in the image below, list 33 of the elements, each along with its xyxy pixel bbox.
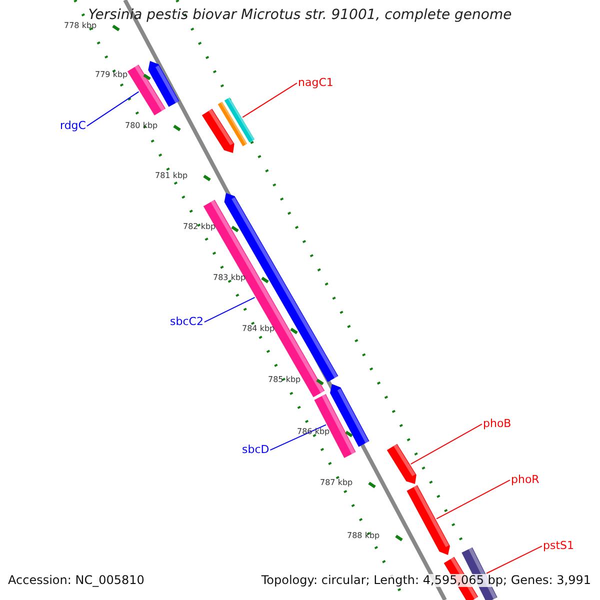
gene-label: phoB (483, 418, 512, 430)
scale-label: 783 kbp (213, 274, 246, 283)
scale-label: 786 kbp (297, 428, 330, 437)
title: Yersinia pestis biovar Microtus str. 91001, complete genome (88, 8, 513, 23)
gene-label: sbcC2 (170, 316, 204, 328)
leader-line (486, 546, 542, 574)
scale-label: 780 kbp (125, 122, 158, 131)
gene-label: pstS1 (543, 540, 574, 552)
gene-bar (330, 384, 370, 447)
leader-line (204, 296, 256, 323)
gene-bar (406, 484, 450, 555)
gene-label: rdgC (60, 120, 86, 132)
scale-label: 778 kbp (64, 22, 97, 31)
gene-label: nagC1 (298, 77, 334, 90)
caption-text: Topology: circular; Length: 4,595,065 bp; Genes: 3,991 (261, 574, 591, 588)
gene-label: phoR (511, 474, 540, 486)
scale-label: 787 kbp (320, 479, 353, 488)
scale-label: 782 kbp (183, 223, 216, 232)
leader-line (86, 91, 140, 127)
leader-line (270, 424, 326, 451)
scale-label: 779 kbp (95, 71, 128, 80)
gene-bar (148, 61, 180, 107)
scale-label: 788 kbp (347, 532, 380, 541)
gene-bar (224, 97, 255, 143)
leader-line (242, 82, 298, 118)
gene-label: sbcD (242, 444, 270, 456)
leader-line (410, 424, 482, 465)
scale-label: 781 kbp (155, 172, 188, 181)
caption-text: Accession: NC_005810 (8, 574, 144, 588)
gene-bar (386, 443, 416, 484)
scale-label: 785 kbp (268, 376, 301, 385)
leader-line (436, 480, 510, 520)
scale-label: 784 kbp (242, 325, 275, 334)
